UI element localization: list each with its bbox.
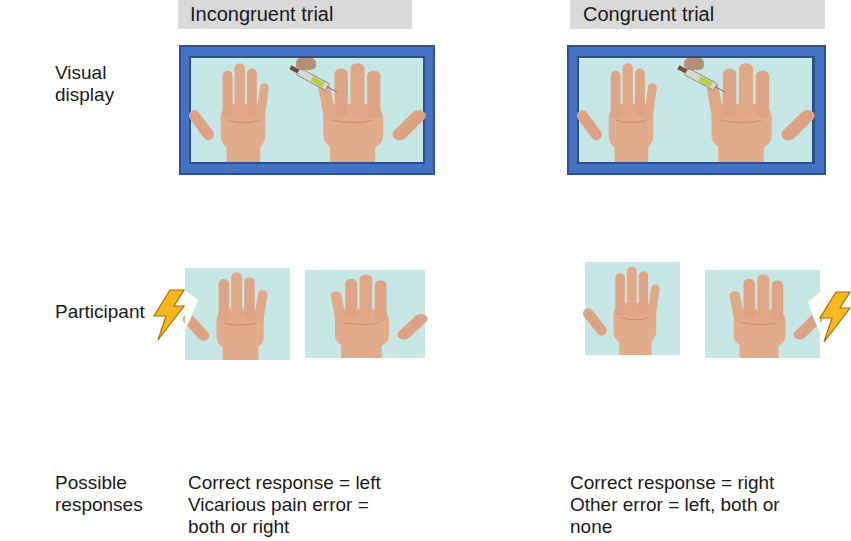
- row-label: Participant: [55, 301, 205, 323]
- header-text: Congruent trial: [583, 2, 817, 26]
- row-label: Visual display: [55, 62, 145, 106]
- response-text: Correct response = right: [570, 472, 840, 494]
- response-text: Vicarious pain error = both or right: [188, 494, 403, 538]
- header-text: Incongruent trial: [190, 2, 404, 26]
- response-text: Correct response = left: [188, 472, 448, 494]
- row-label: Possible responses: [55, 472, 165, 516]
- header-box: Congruent trial: [570, 0, 825, 29]
- response-text: Other error = left, both or none: [570, 494, 810, 538]
- header-box: Incongruent trial: [178, 0, 412, 29]
